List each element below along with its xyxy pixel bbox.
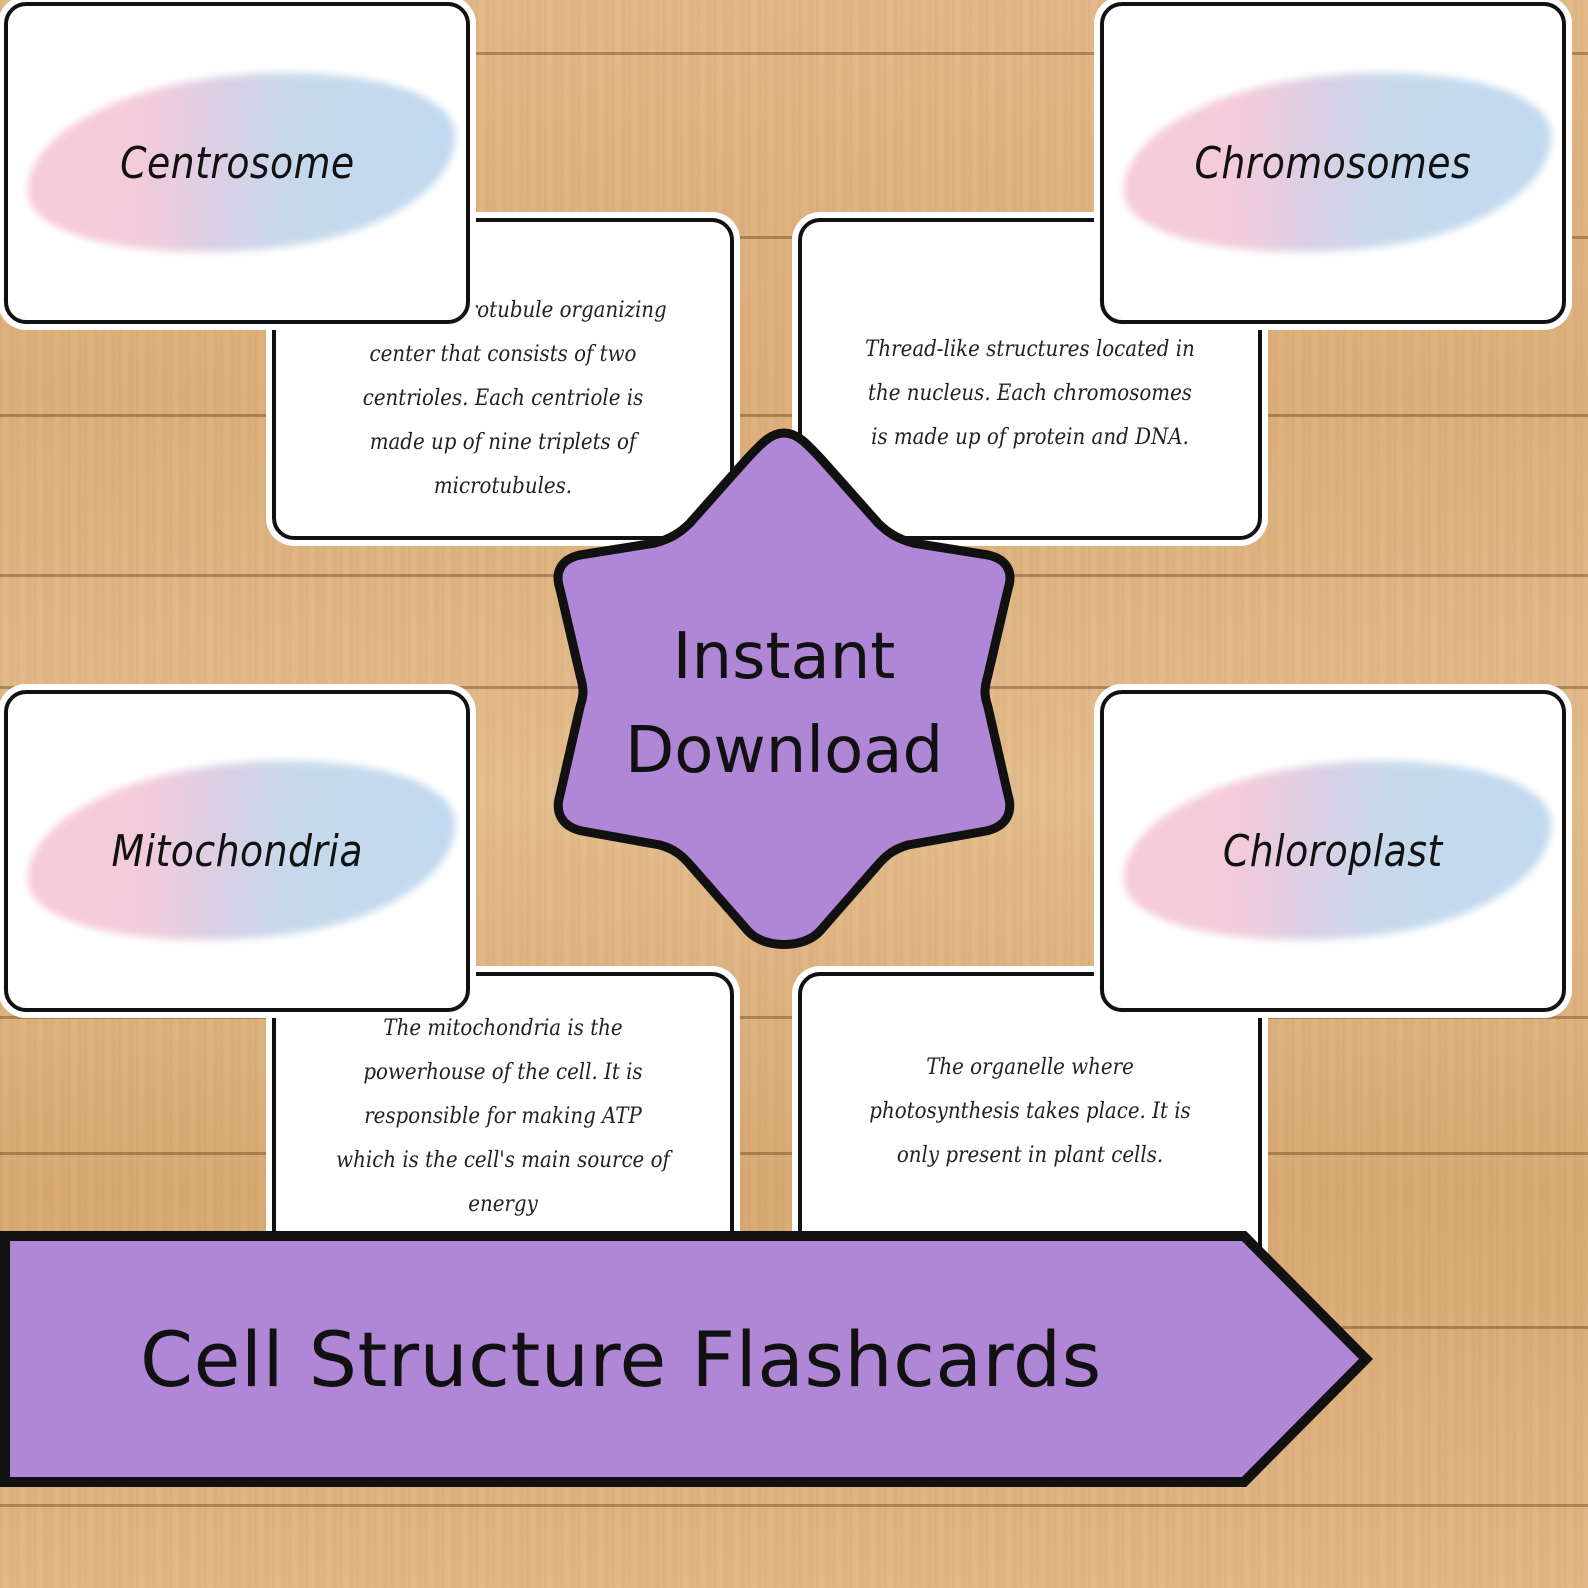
badge-line-1: Instant xyxy=(672,620,896,694)
term-card-chloroplast: Chloroplast xyxy=(1100,690,1566,1012)
star-shape xyxy=(553,428,1015,949)
term-label: Centrosome xyxy=(119,137,355,189)
instant-download-badge xyxy=(553,428,1015,949)
term-card-centrosome: Centrosome xyxy=(4,2,470,324)
term-label: Chloroplast xyxy=(1223,825,1443,877)
definition-card-mitochondria: The mitochondria is the powerhouse of th… xyxy=(272,972,734,1272)
badge-text: Instant Download xyxy=(548,610,1020,798)
definition-card-centrosome: ne is the microtubule organizing center … xyxy=(272,218,734,540)
term-card-mitochondria: Mitochondria xyxy=(4,690,470,1012)
term-label: Mitochondria xyxy=(111,825,363,877)
definition-text: The mitochondria is the powerhouse of th… xyxy=(336,1016,670,1217)
arrow-banner-shape xyxy=(0,1231,1374,1487)
definition-card-chloroplast: The organelle where photosynthesis takes… xyxy=(798,972,1262,1272)
term-label: Chromosomes xyxy=(1194,137,1472,189)
term-card-chromosomes: Chromosomes xyxy=(1100,2,1566,324)
definition-text: ne is the microtubule organizing center … xyxy=(339,298,667,499)
plank-seam xyxy=(0,1016,1588,1019)
plank-seam xyxy=(0,52,1588,55)
plank-seam xyxy=(0,236,1588,239)
plank-seam xyxy=(0,1152,1588,1155)
definition-text: The organelle where photosynthesis takes… xyxy=(869,1055,1191,1168)
definition-text: Thread-like structures located in the nu… xyxy=(865,337,1195,450)
title-banner xyxy=(0,1231,1374,1487)
plank-seam xyxy=(0,414,1588,417)
badge-line-2: Download xyxy=(624,714,944,788)
plank-seam xyxy=(0,1504,1588,1507)
banner-title: Cell Structure Flashcards xyxy=(140,1315,1102,1404)
